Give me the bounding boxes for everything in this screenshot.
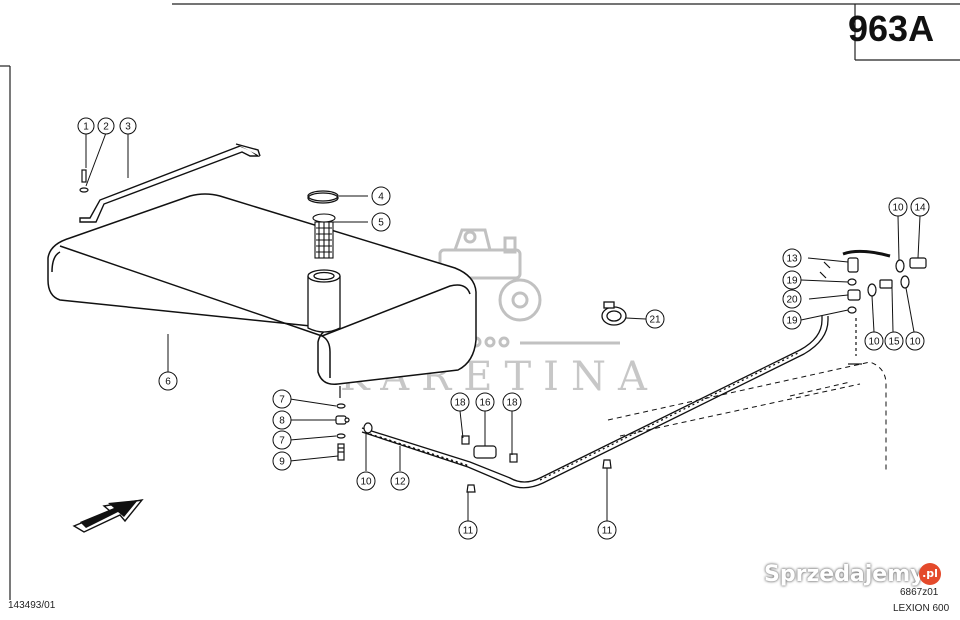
callout-label: 19 — [786, 316, 798, 327]
callout-2: 2 — [97, 117, 115, 135]
callout-label: 10 — [360, 477, 372, 488]
sheet-frame — [0, 3, 960, 600]
callout-7a: 7 — [272, 389, 292, 409]
callout-9: 9 — [272, 451, 292, 471]
callout-label: 19 — [786, 276, 798, 287]
drawing-reference: 143493/01 — [8, 600, 56, 611]
callout-label: 14 — [914, 203, 926, 214]
callout-label: 3 — [125, 122, 131, 133]
fuel-tank — [47, 193, 477, 385]
callout-label: 20 — [786, 295, 798, 306]
callout-18b: 18 — [502, 392, 522, 412]
callout-14: 14 — [910, 197, 930, 217]
callout-label: 13 — [786, 254, 798, 265]
callout-label: 1 — [83, 122, 89, 133]
drain-fittings — [335, 386, 350, 461]
callout-label: 21 — [649, 315, 661, 326]
callout-label: 7 — [279, 436, 285, 447]
callout-7b: 7 — [272, 430, 292, 450]
callout-6: 6 — [158, 371, 178, 391]
callout-label: 7 — [279, 395, 285, 406]
callout-11a: 11 — [458, 520, 478, 540]
hose-fittings — [363, 422, 612, 493]
callout-10d: 10 — [905, 331, 925, 351]
leader-lines — [85, 132, 921, 521]
callout-label: 18 — [506, 398, 518, 409]
callout-label: 11 — [602, 526, 613, 537]
model-name: LEXION 600 — [893, 603, 950, 614]
callout-label: 4 — [378, 192, 384, 203]
figure-reference: 6867z01 — [900, 587, 939, 598]
callout-11b: 11 — [597, 520, 617, 540]
callout-label: 5 — [378, 218, 384, 229]
callout-1: 1 — [77, 117, 95, 135]
callout-label: 2 — [103, 122, 109, 133]
callout-10c: 10 — [864, 331, 884, 351]
callout-label: 10 — [909, 337, 921, 348]
callout-label: 12 — [394, 477, 406, 488]
tank-strap — [79, 143, 261, 223]
connector-assembly — [819, 249, 927, 365]
callout-label: 11 — [463, 526, 474, 537]
callout-label: 10 — [868, 337, 880, 348]
callout-13: 13 — [782, 248, 802, 268]
frame-outline — [607, 361, 887, 470]
page-number: 963A — [848, 8, 935, 49]
callout-10b: 10 — [888, 197, 908, 217]
callout-15: 15 — [884, 331, 904, 351]
callout-5: 5 — [371, 212, 391, 232]
direction-arrow-icon — [72, 499, 144, 533]
filler-neck — [307, 269, 341, 333]
callout-label: 10 — [892, 203, 904, 214]
callout-19a: 19 — [782, 270, 802, 290]
callout-12: 12 — [390, 471, 410, 491]
callout-8: 8 — [272, 410, 292, 430]
callout-21: 21 — [645, 309, 665, 329]
hose-clamp — [601, 301, 627, 326]
cap-seal — [307, 190, 339, 204]
callout-20: 20 — [782, 289, 802, 309]
callout-label: 9 — [279, 457, 285, 468]
callout-4: 4 — [371, 186, 391, 206]
strap-bolt — [79, 169, 89, 193]
callout-3: 3 — [119, 117, 137, 135]
callout-label: 16 — [479, 398, 491, 409]
strainer — [312, 213, 336, 259]
callout-10a: 10 — [356, 471, 376, 491]
site-watermark: Sprzedajemy — [764, 562, 925, 587]
site-badge: .pl — [919, 563, 941, 585]
callout-16: 16 — [475, 392, 495, 412]
callout-19b: 19 — [782, 310, 802, 330]
fuel-line — [361, 316, 829, 489]
callout-18a: 18 — [450, 392, 470, 412]
callout-label: 18 — [454, 398, 466, 409]
callout-label: 8 — [279, 416, 285, 427]
callout-label: 15 — [888, 337, 900, 348]
callout-label: 6 — [165, 377, 171, 388]
